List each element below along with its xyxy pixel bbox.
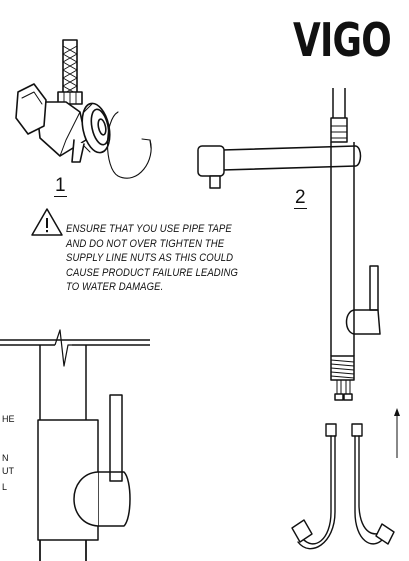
warning-text: ENSURE THAT YOU USE PIPE TAPE AND DO NOT… — [66, 222, 316, 295]
brand-logo: VIGO — [293, 13, 392, 67]
cropped-text: N — [2, 453, 9, 463]
warning-line: SUPPLY LINE NUTS AS THIS COULD — [66, 252, 234, 264]
warning-triangle-icon — [31, 208, 63, 236]
warning-line: AND DO NOT OVER TIGHTEN THE — [66, 237, 225, 250]
warning-line: TO WATER DAMAGE. — [66, 281, 164, 293]
step-1-label: 1 — [54, 175, 67, 197]
cropped-text: HE — [2, 414, 15, 424]
cropped-text: L — [2, 482, 8, 492]
warning-line: CAUSE PRODUCT FAILURE LEADING — [66, 266, 238, 279]
warning-line: ENSURE THAT YOU USE PIPE TAPE — [66, 223, 232, 235]
step-2-label: 2 — [294, 187, 307, 209]
up-arrow-icon — [394, 408, 400, 458]
cropped-text: UT — [2, 466, 14, 476]
